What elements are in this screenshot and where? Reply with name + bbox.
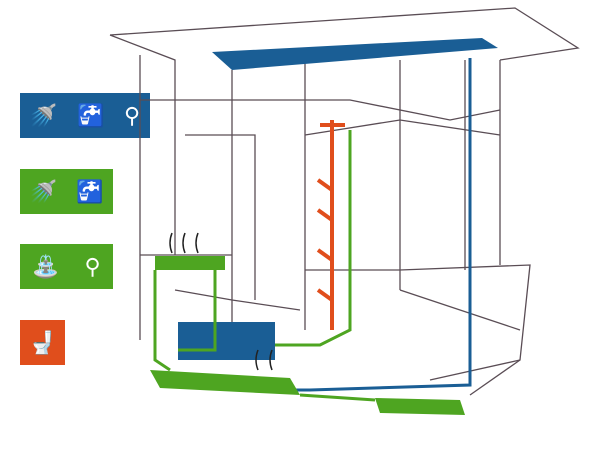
potable-water-pipe	[280, 58, 472, 392]
toilet-icon: 🚽	[28, 329, 57, 355]
shower-icon: 🚿	[29, 178, 57, 204]
basin-tap-icon: 🚰	[76, 102, 105, 128]
kitchen-tap-icon: ⚲	[124, 102, 141, 128]
garden-bed-lower-left	[150, 370, 300, 395]
solar-roof-panel	[212, 38, 498, 70]
outdoor-tap-icon: ⚲	[84, 253, 101, 279]
garden-bed-lower-right	[375, 398, 465, 415]
legend-potable-water: 🚿 🚰 ⚲	[20, 93, 150, 138]
sprinkler-icon: ⛲	[32, 253, 60, 279]
shower-icon: 🚿	[29, 102, 58, 128]
water-tank	[178, 322, 275, 360]
legend-greywater-uses: ⛲⚲	[20, 244, 113, 289]
legend-blackwater: 🚽	[20, 320, 65, 365]
legend-greywater-sources: 🚿🚰	[20, 169, 113, 214]
garden-bed-upper	[155, 256, 225, 270]
building-structure	[109, 7, 580, 396]
blackwater-stack	[316, 120, 345, 330]
greywater-pipes	[153, 130, 376, 402]
basin-tap-icon: 🚰	[76, 178, 104, 204]
evaporation-arrows	[169, 232, 273, 371]
